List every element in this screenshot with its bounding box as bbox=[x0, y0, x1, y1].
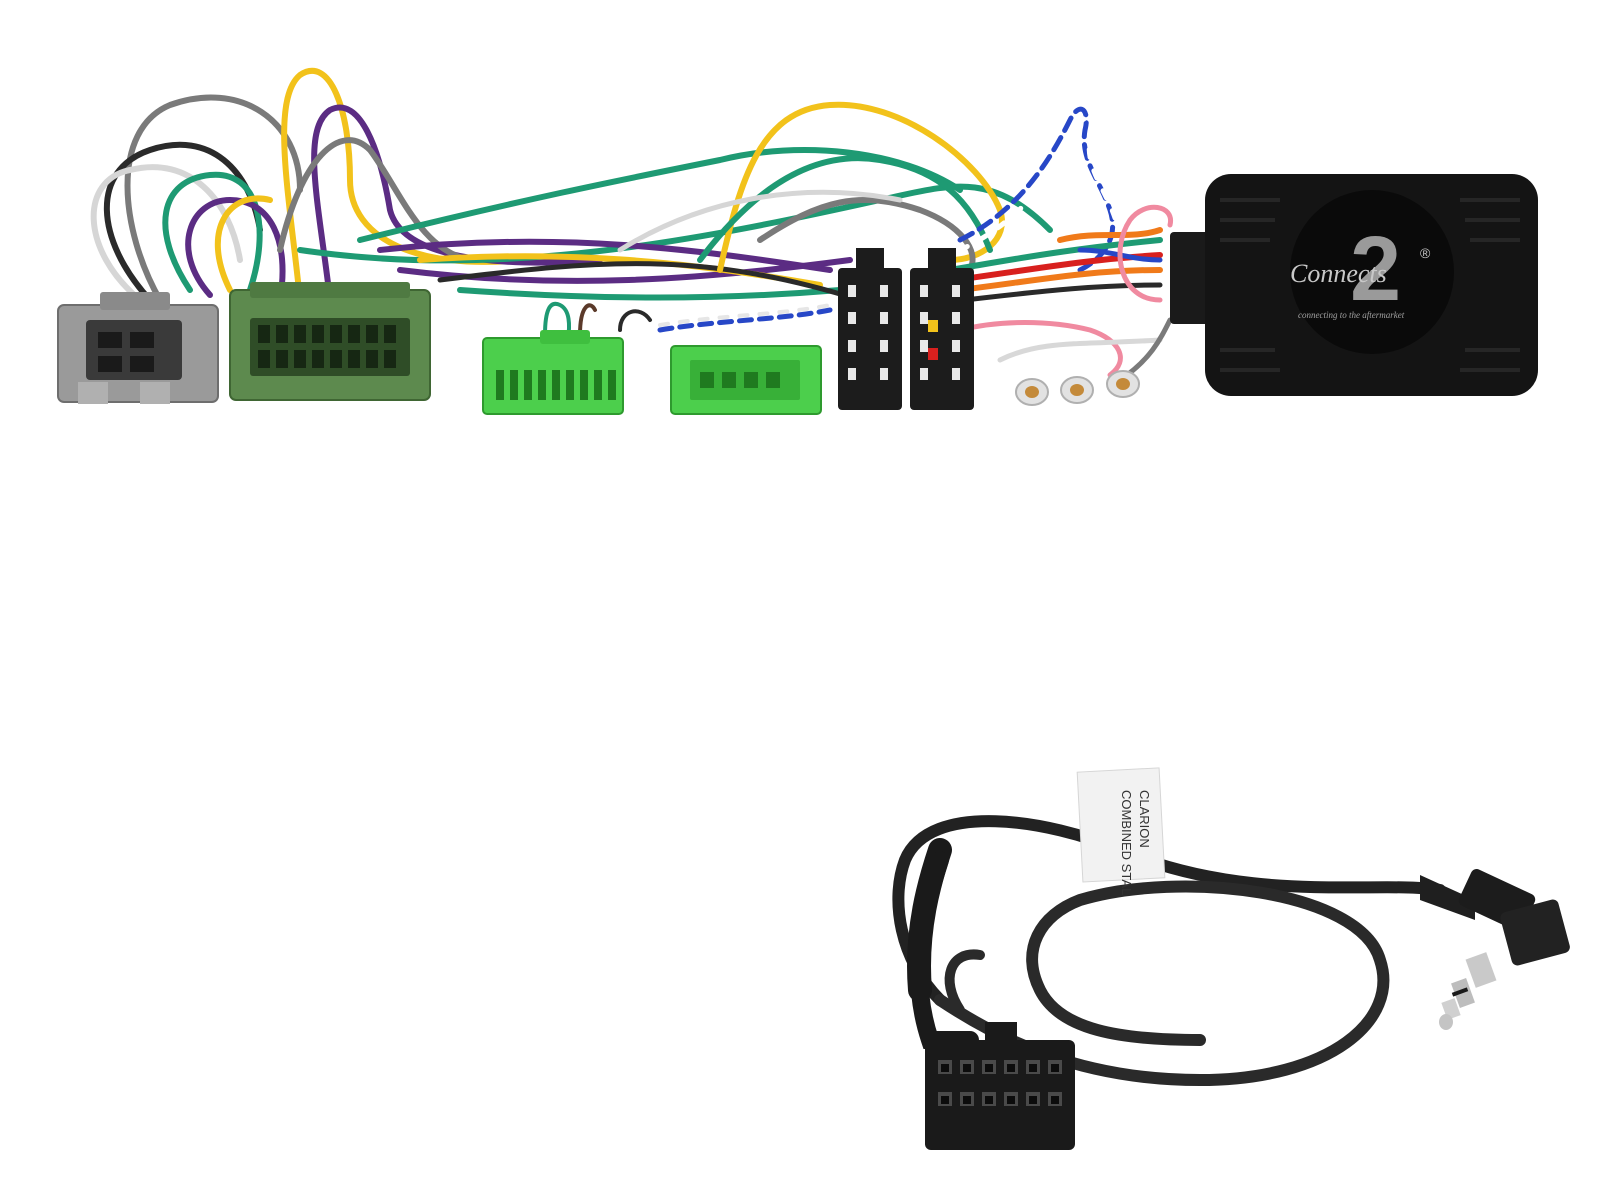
black-iso-connector-icon bbox=[910, 248, 974, 410]
dark-green-connector-icon bbox=[229, 282, 431, 401]
logo-brand: Connects bbox=[1290, 259, 1387, 288]
grey-connector-icon bbox=[57, 292, 219, 404]
lead-cable bbox=[892, 815, 1446, 1087]
green-connector-icon bbox=[482, 330, 624, 415]
black-iso-connector-icon bbox=[838, 248, 902, 410]
logo-registered-mark: ® bbox=[1420, 245, 1431, 261]
cable-label-line1: CLARION bbox=[1137, 790, 1152, 848]
wire-loom bbox=[90, 67, 1173, 383]
jack-plug-icon bbox=[1420, 869, 1570, 1030]
logo-tagline: connecting to the aftermarket bbox=[1298, 310, 1405, 320]
cable-label-line2: COMBINED STAL bbox=[1119, 790, 1134, 895]
interface-module-icon: 2 Connects ® connecting to the aftermark… bbox=[1170, 174, 1538, 396]
green-connector-icon bbox=[670, 345, 822, 415]
cable-label-tag: CLARION COMBINED STAL bbox=[1076, 767, 1166, 895]
multipin-plug-icon bbox=[925, 1022, 1075, 1150]
logo-digit: 2 bbox=[1350, 218, 1401, 320]
bullet-terminal-icon bbox=[1015, 370, 1140, 406]
